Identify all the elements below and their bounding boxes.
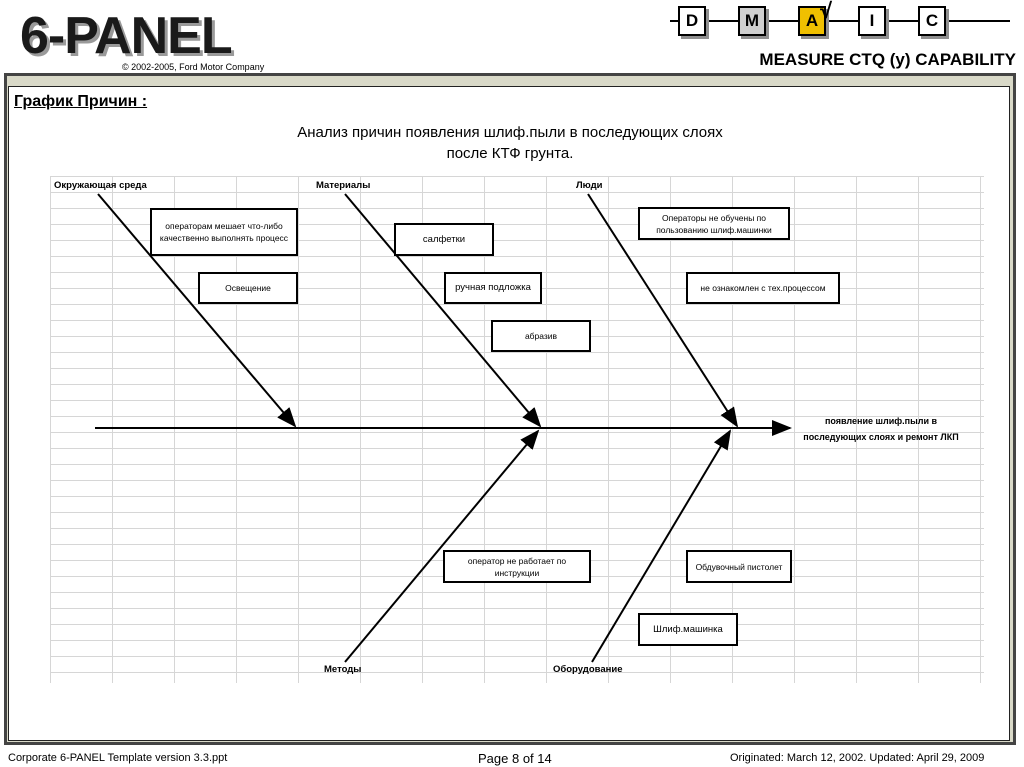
cause-box-eq-2: Шлиф.машинка xyxy=(638,613,738,646)
cause-box-met-1: оператор не работает по инструкции xyxy=(443,550,591,583)
six-panel-logo: 6-PANEL xyxy=(20,7,233,65)
dmaic-step-improve: I xyxy=(858,6,886,36)
checkmark-icon: √ xyxy=(820,0,833,23)
cause-box-mat-1: салфетки xyxy=(394,223,494,256)
bone-methods xyxy=(344,429,540,663)
category-environment: Окружающая среда xyxy=(54,180,147,191)
diagram-title-line-2: после КТФ грунта. xyxy=(446,145,574,162)
spreadsheet-grid xyxy=(50,176,984,683)
cause-box-eq-1: Обдувочный пистолет xyxy=(686,550,792,583)
header-subtitle: MEASURE CTQ (y) CAPABILITY xyxy=(759,50,1016,69)
dmaic-step-measure: M xyxy=(738,6,766,36)
cause-box-ppl-1: Операторы не обучены по пользованию шлиф… xyxy=(638,207,790,240)
dmaic-step-analyze: A xyxy=(798,6,826,36)
bone-people xyxy=(587,193,739,428)
dmaic-step-define: D xyxy=(678,6,706,36)
diagram-title-line-1: Анализ причин появления шлиф.пыли в посл… xyxy=(297,124,723,141)
effect-line-1: появление шлиф.пыли в xyxy=(824,416,938,426)
cause-box-env-2: Освещение xyxy=(198,272,298,304)
cause-box-mat-2: ручная подложка xyxy=(444,272,542,304)
footer-template-name: Corporate 6-PANEL Template version 3.3.p… xyxy=(8,752,228,764)
footer-dates: Originated: March 12, 2002. Updated: Apr… xyxy=(730,752,985,764)
bone-equipment xyxy=(591,429,732,663)
diagram-title: Анализ причин появления шлиф.пыли в посл… xyxy=(200,122,820,164)
category-methods: Методы xyxy=(324,664,362,675)
section-title: График Причин : xyxy=(14,93,148,110)
copyright-text: © 2002-2005, Ford Motor Company xyxy=(122,62,265,72)
bone-materials xyxy=(344,193,542,428)
cause-box-env-1: операторам мешает что-либо качественно в… xyxy=(150,208,298,256)
dmaic-connector-line xyxy=(670,20,1010,22)
category-people: Люди xyxy=(576,180,603,191)
bone-environment xyxy=(97,193,297,428)
cause-box-mat-3: абразив xyxy=(491,320,591,352)
effect-label: появление шлиф.пыли в последующих слоях … xyxy=(786,413,976,445)
footer-page-number: Page 8 of 14 xyxy=(478,751,552,766)
dmaic-step-control: C xyxy=(918,6,946,36)
cause-box-ppl-2: не ознакомлен с тех.процессом xyxy=(686,272,840,304)
category-equipment: Оборудование xyxy=(553,664,623,675)
effect-line-2: последующих слоях и ремонт ЛКП xyxy=(803,432,959,442)
category-materials: Материалы xyxy=(316,180,371,191)
